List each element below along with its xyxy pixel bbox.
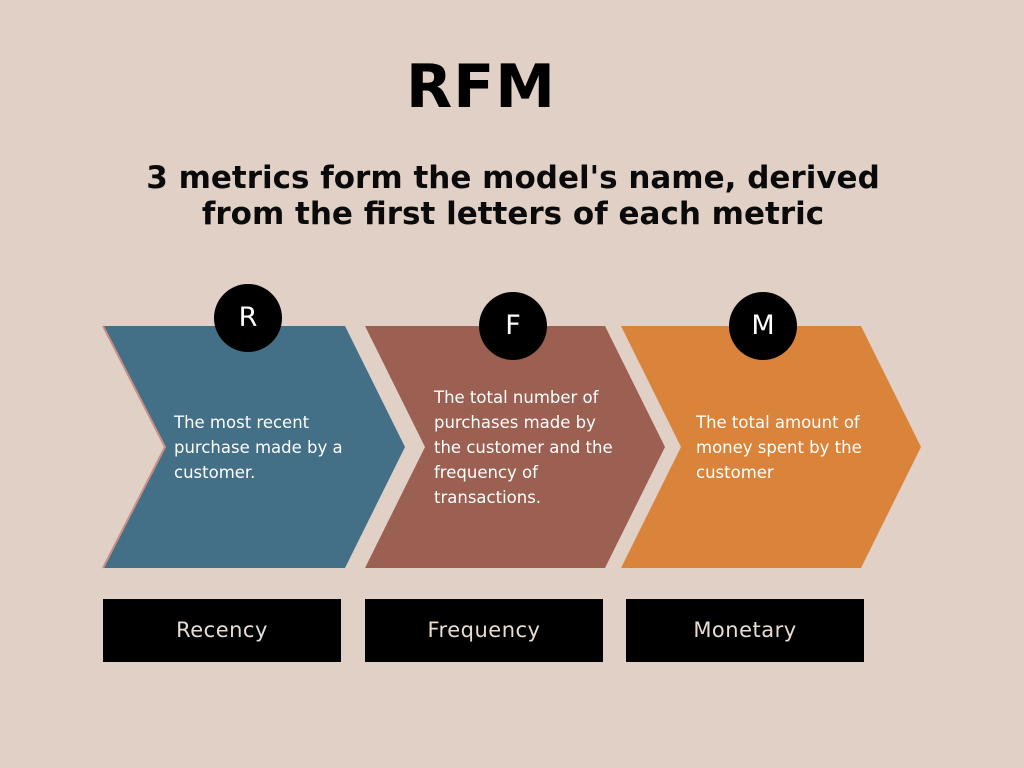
badge-r: R bbox=[214, 284, 282, 352]
badge-m: M bbox=[729, 292, 797, 360]
badge-f: F bbox=[479, 292, 547, 360]
chevron-recency bbox=[103, 326, 405, 568]
label-recency: Recency bbox=[103, 599, 341, 662]
frequency-desc-line: frequency of bbox=[434, 463, 538, 482]
label-frequency: Frequency bbox=[365, 599, 603, 662]
monetary-desc-line: customer bbox=[696, 463, 774, 482]
subtitle-line-1: 3 metrics form the model's name, derived bbox=[146, 160, 880, 196]
recency-description: The most recent purchase made by a custo… bbox=[174, 410, 343, 485]
recency-desc-line: customer. bbox=[174, 463, 256, 482]
monetary-desc-line: The total amount of bbox=[696, 413, 860, 432]
monetary-desc-line: money spent by the bbox=[696, 438, 862, 457]
recency-desc-line: purchase made by a bbox=[174, 438, 343, 457]
label-monetary: Monetary bbox=[626, 599, 864, 662]
monetary-description: The total amount of money spent by the c… bbox=[696, 410, 862, 485]
page-title: RFM bbox=[406, 52, 556, 122]
frequency-desc-line: transactions. bbox=[434, 488, 542, 507]
chevron-monetary bbox=[621, 326, 921, 568]
frequency-description: The total number of purchases made by th… bbox=[434, 385, 613, 510]
frequency-desc-line: purchases made by bbox=[434, 413, 596, 432]
subtitle-line-2: from the first letters of each metric bbox=[201, 196, 825, 232]
recency-desc-line: The most recent bbox=[174, 413, 310, 432]
frequency-desc-line: the customer and the bbox=[434, 438, 613, 457]
page-subtitle: 3 metrics form the model's name, derived… bbox=[60, 160, 966, 232]
frequency-desc-line: The total number of bbox=[434, 388, 599, 407]
chevron-recency-edge bbox=[102, 325, 167, 569]
chevron-frequency bbox=[365, 326, 665, 568]
